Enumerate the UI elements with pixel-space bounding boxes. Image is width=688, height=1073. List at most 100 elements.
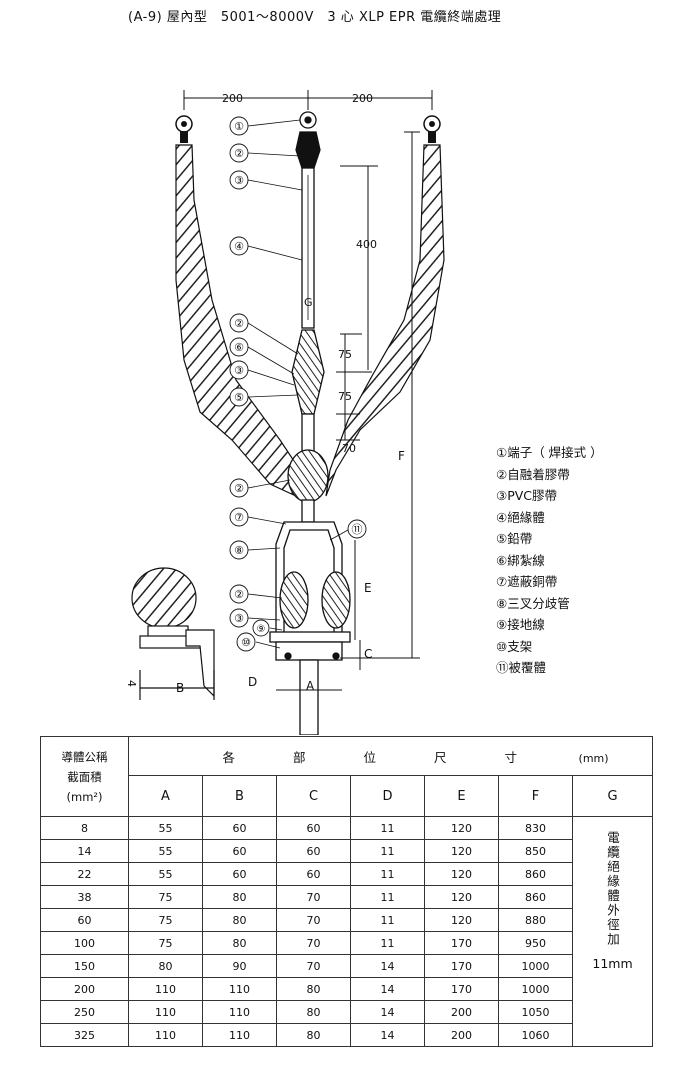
group-header: 各部位尺寸 (mm) (127, 736, 654, 776)
callout-5: ⑤ (234, 391, 244, 404)
cell-dimension: 110 (202, 1023, 277, 1047)
cell-dimension: 75 (128, 931, 203, 955)
cell-dimension: 880 (498, 908, 573, 932)
cell-dimension: 11 (350, 862, 425, 886)
cell-dimension: 170 (424, 977, 499, 1001)
legend-item: ⑧三叉分歧管 (496, 595, 570, 611)
dim-F: F (398, 449, 405, 463)
callout-2: ② (234, 147, 244, 160)
cell-dimension: 80 (276, 977, 351, 1001)
col-header: C (276, 775, 351, 817)
cell-dimension: 120 (424, 862, 499, 886)
cell-dimension: 55 (128, 862, 203, 886)
side-view-inset (131, 567, 215, 700)
dim-B: B (176, 681, 184, 695)
dim-4: 4 (125, 680, 138, 687)
termination-diagram: 200 200 (125, 90, 445, 735)
page-title: (A-9) 屋內型 5001～8000V 3 心 XLP EPR 電纜終端處理 (128, 10, 502, 25)
cell-dimension: 90 (202, 954, 277, 978)
table-corner-header: 導體公稱 截面積 (mm²) (40, 736, 129, 817)
col-header: E (424, 775, 499, 817)
cell-dimension: 170 (424, 931, 499, 955)
cell-dimension: 60 (276, 862, 351, 886)
col-header: B (202, 775, 277, 817)
legend-item: ⑦遮蔽銅帶 (496, 574, 558, 589)
cell-conductor-size: 100 (40, 931, 129, 955)
dim-75-a: 75 (338, 348, 352, 361)
top-dimension (183, 90, 433, 110)
group-header-unit: (mm) (578, 751, 609, 765)
cell-dimension: 11 (350, 931, 425, 955)
cell-dimension: 11 (350, 816, 425, 840)
dim-D: D (248, 675, 257, 689)
cell-conductor-size: 38 (40, 885, 129, 909)
legend-item: ③PVC膠帶 (496, 488, 558, 503)
cell-dimension: 60 (276, 839, 351, 863)
cell-dimension: 860 (498, 885, 573, 909)
cell-dimension: 14 (350, 1000, 425, 1024)
cell-conductor-size: 325 (40, 1023, 129, 1047)
callout-3c: ③ (234, 612, 244, 625)
callout-1: ① (234, 120, 244, 133)
cell-dimension: 80 (276, 1023, 351, 1047)
cell-conductor-size: 150 (40, 954, 129, 978)
legend-item: ⑤鉛帶 (496, 531, 533, 546)
cell-dimension: 120 (424, 908, 499, 932)
callout-2d: ② (234, 588, 244, 601)
cell-conductor-size: 250 (40, 1000, 129, 1024)
cell-dimension: 70 (276, 931, 351, 955)
cell-dimension: 110 (128, 977, 203, 1001)
dim-C: C (364, 647, 372, 661)
dim-200-right: 200 (352, 92, 373, 105)
cell-dimension: 80 (276, 1000, 351, 1024)
col-header: G (571, 775, 654, 817)
cell-dimension: 200 (424, 1000, 499, 1024)
callout-10: ⑩ (241, 636, 251, 649)
cell-dimension: 75 (128, 885, 203, 909)
cell-dimension: 1060 (498, 1023, 573, 1047)
corner-line: (mm²) (66, 789, 103, 804)
cell-dimension: 80 (202, 931, 277, 955)
breakout-sleeve (269, 521, 351, 735)
cell-dimension: 60 (276, 816, 351, 840)
cell-dimension: 11 (350, 885, 425, 909)
dim-G: G (304, 296, 313, 309)
cell-dimension: 75 (128, 908, 203, 932)
callout-3b: ③ (234, 364, 244, 377)
legend-item: ④絕緣體 (496, 509, 545, 525)
dim-75-b: 75 (338, 390, 352, 403)
cell-dimension: 80 (202, 908, 277, 932)
cell-conductor-size: 22 (40, 862, 129, 886)
parts-legend: ①端子（ 焊接式 ） ②自融着膠帶 ③PVC膠帶 ④絕緣體 ⑤鉛帶 ⑥綁紮線 ⑦… (496, 442, 603, 679)
cell-dimension: 55 (128, 839, 203, 863)
cell-dimension: 80 (128, 954, 203, 978)
cell-dimension: 1050 (498, 1000, 573, 1024)
cell-dimension: 11 (350, 908, 425, 932)
dimension-table: 導體公稱 截面積 (mm²) 各部位尺寸 (mm) A B C D E F G … (40, 736, 654, 1047)
cell-conductor-size: 200 (40, 977, 129, 1001)
callout-11: ⑪ (352, 523, 363, 536)
center-phase (287, 111, 329, 523)
cell-dimension: 110 (128, 1000, 203, 1024)
cell-dimension: 170 (424, 954, 499, 978)
cell-dimension: 14 (350, 1023, 425, 1047)
cell-dimension: 830 (498, 816, 573, 840)
cell-dimension: 70 (276, 885, 351, 909)
dim-70: 70 (342, 442, 356, 455)
cell-conductor-size: 60 (40, 908, 129, 932)
cell-dimension: 70 (276, 954, 351, 978)
legend-item: ⑨接地線 (496, 617, 545, 632)
cell-dimension: 200 (424, 1023, 499, 1047)
cell-dimension: 60 (202, 816, 277, 840)
callout-2c: ② (234, 482, 244, 495)
group-header-label: 各部位尺寸 (222, 749, 576, 765)
cell-dimension: 14 (350, 954, 425, 978)
cell-conductor-size: 8 (40, 816, 129, 840)
cell-dimension: 950 (498, 931, 573, 955)
callout-9: ⑨ (257, 624, 266, 635)
